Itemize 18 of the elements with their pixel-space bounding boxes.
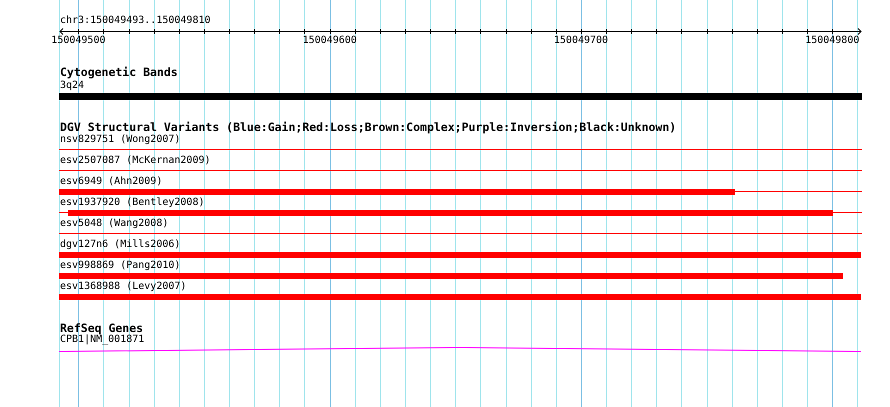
variant-label: esv5048 (Wang2008) xyxy=(60,218,168,230)
track-title: DGV Structural Variants (Blue:Gain;Red:Loss;Brown:Complex;Purple:Inversion;Black:Unknown) xyxy=(60,121,676,134)
tick-label: 150049500 xyxy=(51,35,106,47)
variant-label: esv1368988 (Levy2007) xyxy=(60,281,186,293)
tick-label: 150049800 xyxy=(805,35,860,47)
tick-label: 150049700 xyxy=(554,35,608,47)
track-title: Cytogenetic Bands xyxy=(60,66,178,79)
tick-label: 150049600 xyxy=(302,35,357,47)
location-label: chr3:150049493..150049810 xyxy=(60,15,211,27)
variant-label: esv2507087 (McKernan2009) xyxy=(60,155,211,167)
track-title: RefSeq Genes xyxy=(60,322,144,335)
variant-label: esv1937920 (Bentley2008) xyxy=(60,197,204,209)
gene-label: CPB1|NM_001871 xyxy=(60,334,144,346)
variant-label: esv998869 (Pang2010) xyxy=(60,260,180,272)
variant-label: nsv829751 (Wong2007) xyxy=(60,134,180,146)
band-label: 3q24 xyxy=(60,80,84,92)
variant-label: dgv127n6 (Mills2006) xyxy=(60,239,180,251)
variant-label: esv6949 (Ahn2009) xyxy=(60,176,162,188)
